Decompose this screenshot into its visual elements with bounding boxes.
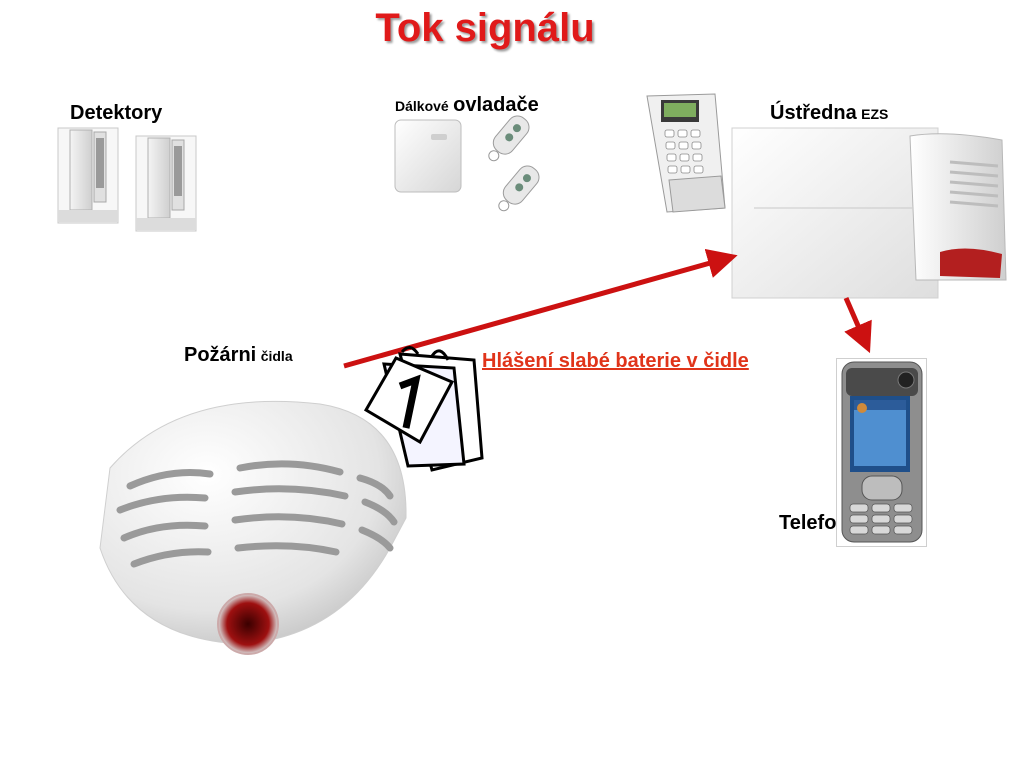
detectors-label: Detektory [70, 102, 163, 124]
arrow-to-phone [843, 297, 872, 354]
control-panel-icon [731, 127, 939, 299]
remote-controls-prefix: Dálkové [395, 98, 449, 114]
smoke-detector-icon [99, 400, 407, 655]
keypad-icon [646, 93, 726, 213]
remote-receiver-icon [394, 119, 462, 193]
fire-detectors-main: Požárni [184, 344, 257, 366]
siren-icon [909, 133, 1007, 281]
low-battery-message: Hlášení slabé baterie v čidle [482, 350, 749, 372]
remote-controls-main: ovladače [453, 94, 539, 116]
mobile-phone-icon [836, 358, 927, 547]
slide-title: Tok signálu [375, 6, 595, 50]
fire-detectors-label: Požárni čidla [184, 344, 293, 367]
calendar-icon [363, 346, 484, 472]
remote-controls-label: Dálkové ovladače [395, 94, 539, 117]
control-panel-suffix: EZS [861, 106, 889, 122]
control-panel-label: Ústředna EZS [770, 102, 888, 125]
window-detector-icon [57, 127, 197, 232]
key-fob-icon [488, 115, 540, 212]
control-panel-main: Ústředna [770, 102, 857, 124]
fire-detectors-suffix: čidla [260, 348, 293, 364]
phone-label: Telefon [779, 512, 849, 534]
